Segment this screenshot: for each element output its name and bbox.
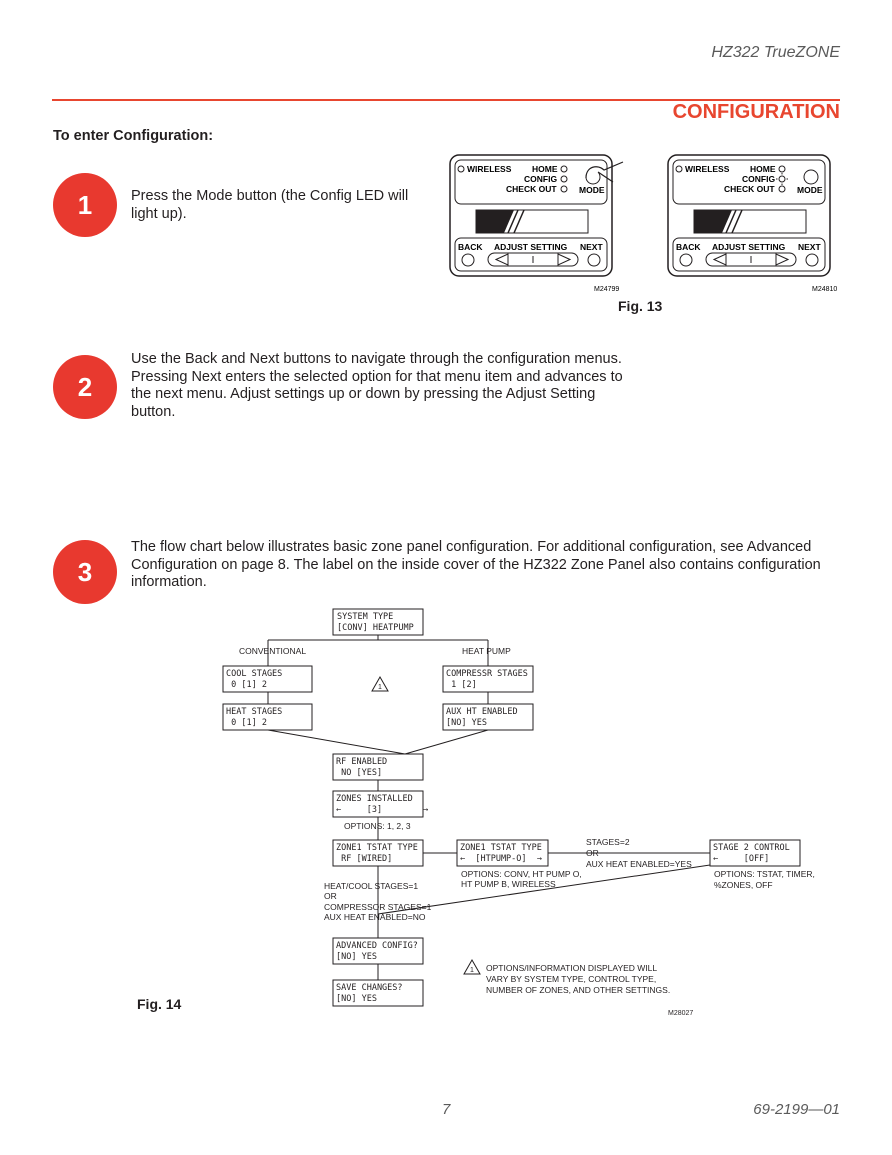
thermostat-panel-after: WIRELESS HOME CONFIG CHECK OUT MODE BACK… (667, 154, 831, 277)
warning-icon (463, 958, 481, 975)
subheading: To enter Configuration: (53, 128, 214, 144)
flowchart-text: NO [YES] (336, 768, 382, 778)
back-button-label: BACK (676, 242, 701, 252)
section-title: CONFIGURATION (672, 101, 840, 123)
flowchart-text: COOL STAGES (226, 669, 282, 679)
conventional-label: CONVENTIONAL (239, 646, 306, 656)
flowchart-text: OPTIONS: CONV, HT PUMP O, (461, 869, 582, 879)
flowchart-text: OPTIONS/INFORMATION DISPLAYED WILL (486, 963, 657, 973)
flowchart-text: HEAT STAGES (226, 707, 282, 717)
home-led-label: HOME (532, 164, 558, 174)
fig13-label: Fig. 13 (618, 298, 663, 314)
flowchart-text: [CONV] HEATPUMP (337, 623, 414, 633)
flowchart-text: 0 [1] 2 (226, 718, 267, 728)
home-led-label: HOME (750, 164, 776, 174)
next-button-label: NEXT (798, 242, 821, 252)
cool-stages-box (222, 665, 313, 693)
flowchart-text: STAGES=2 (586, 837, 630, 847)
step-1-badge: 1 (53, 173, 117, 237)
fig14-flowchart: SYSTEM TYPE [CONV] HEATPUMP COOL STAGES … (222, 608, 815, 1017)
heat-stages-box (222, 703, 313, 731)
fig14-label: Fig. 14 (137, 996, 182, 1012)
wireless-led-label: WIRELESS (685, 164, 730, 174)
flowchart-text: [NO] YES (336, 952, 377, 962)
step-2-badge: 2 (53, 355, 117, 419)
zones-installed-box (332, 790, 424, 818)
flowchart-text: [NO] YES (446, 718, 487, 728)
wireless-led-label: WIRELESS (467, 164, 512, 174)
mode-button-label: MODE (797, 185, 823, 195)
flowchart-text: [NO] YES (336, 994, 377, 1004)
advanced-config-box (332, 937, 424, 965)
step-3-badge: 3 (53, 540, 117, 604)
figure-code: M24810 (812, 286, 837, 293)
header-rule (52, 99, 840, 101)
config-led-label: CONFIG (524, 174, 557, 184)
compressr-stages-box (442, 665, 534, 693)
fig13-illustration: WIRELESS HOME CONFIG CHECK OUT MODE BACK… (449, 154, 837, 293)
lit-led-icon (776, 173, 788, 185)
flowchart-text: ZONE1 TSTAT TYPE (336, 843, 418, 853)
document-number: 69-2199—01 (753, 1101, 840, 1118)
figure-code: M24799 (594, 286, 619, 293)
flowchart-text: AUX HT ENABLED (446, 707, 518, 717)
page-number: 7 (442, 1101, 451, 1118)
zones-options-label: OPTIONS: 1, 2, 3 (344, 821, 411, 831)
flowchart-text: ADVANCED CONFIG? (336, 941, 418, 951)
zone1-tstat-options-box (456, 839, 549, 867)
adjust-setting-label: ADJUST SETTING (712, 242, 786, 252)
heat-pump-label: HEAT PUMP (462, 646, 511, 656)
rf-enabled-box (332, 753, 424, 781)
flowchart-text: COMPRESSOR STAGES=1 (324, 902, 432, 912)
flowchart-text: RF ENABLED (336, 757, 387, 767)
flowchart-text: NUMBER OF ZONES, AND OTHER SETTINGS. (486, 985, 670, 995)
flowchart-text: ← [3] → (336, 805, 428, 815)
flowchart-text: SAVE CHANGES? (336, 983, 403, 993)
flowchart-text: 0 [1] 2 (226, 680, 267, 690)
checkout-led-label: CHECK OUT (506, 184, 557, 194)
flowchart-text: OR (586, 848, 599, 858)
flowchart-text: %ZONES, OFF (714, 880, 773, 890)
flowchart-text: HEAT/COOL STAGES=1 (324, 881, 418, 891)
flowchart-text: AUX HEAT ENABLED=YES (586, 859, 692, 869)
flowchart-text: SYSTEM TYPE (337, 612, 393, 622)
flowchart-text: HT PUMP B, WIRELESS (461, 879, 556, 889)
zone1-tstat-box (332, 839, 424, 867)
save-changes-box (332, 979, 424, 1007)
figure-code: M28027 (668, 1010, 693, 1017)
step-3-text: The flow chart below illustrates basic z… (131, 539, 821, 590)
document-title: HZ322 TrueZONE (711, 44, 840, 61)
config-led-label: CONFIG (742, 174, 775, 184)
checkout-led-label: CHECK OUT (724, 184, 775, 194)
flowchart-text: ZONE1 TSTAT TYPE (460, 843, 542, 853)
flowchart-text: 1 [2] (446, 680, 477, 690)
flowchart-text: RF [WIRED] (336, 854, 392, 864)
next-button-label: NEXT (580, 242, 603, 252)
system-type-box (332, 608, 424, 636)
flowchart-text: ← [HTPUMP-O] → (460, 854, 542, 864)
finger-icon (585, 161, 624, 183)
back-button-label: BACK (458, 242, 483, 252)
flowchart-text: OR (324, 891, 337, 901)
flowchart-text: ← [OFF] (713, 854, 769, 864)
warning-mark: 1 (378, 684, 382, 691)
mode-button-label: MODE (579, 185, 605, 195)
step-2-text: Use the Back and Next buttons to navigat… (131, 351, 623, 420)
flowchart-text: VARY BY SYSTEM TYPE, CONTROL TYPE, (486, 974, 656, 984)
flowchart-text: STAGE 2 CONTROL (713, 843, 790, 853)
adjust-setting-label: ADJUST SETTING (494, 242, 568, 252)
stage2-control-box (709, 839, 801, 867)
flowchart-text: ZONES INSTALLED (336, 794, 413, 804)
aux-ht-enabled-box (442, 703, 534, 731)
warning-mark: 1 (470, 967, 474, 974)
thermostat-panel-before: WIRELESS HOME CONFIG CHECK OUT MODE BACK… (449, 154, 624, 277)
flowchart-text: COMPRESSR STAGES (446, 669, 528, 679)
flowchart-text: AUX HEAT ENABLED=NO (324, 912, 426, 922)
warning-icon (371, 675, 389, 692)
step-1-text: Press the Mode button (the Config LED wi… (131, 188, 409, 222)
flowchart-text: OPTIONS: TSTAT, TIMER, (714, 869, 815, 879)
